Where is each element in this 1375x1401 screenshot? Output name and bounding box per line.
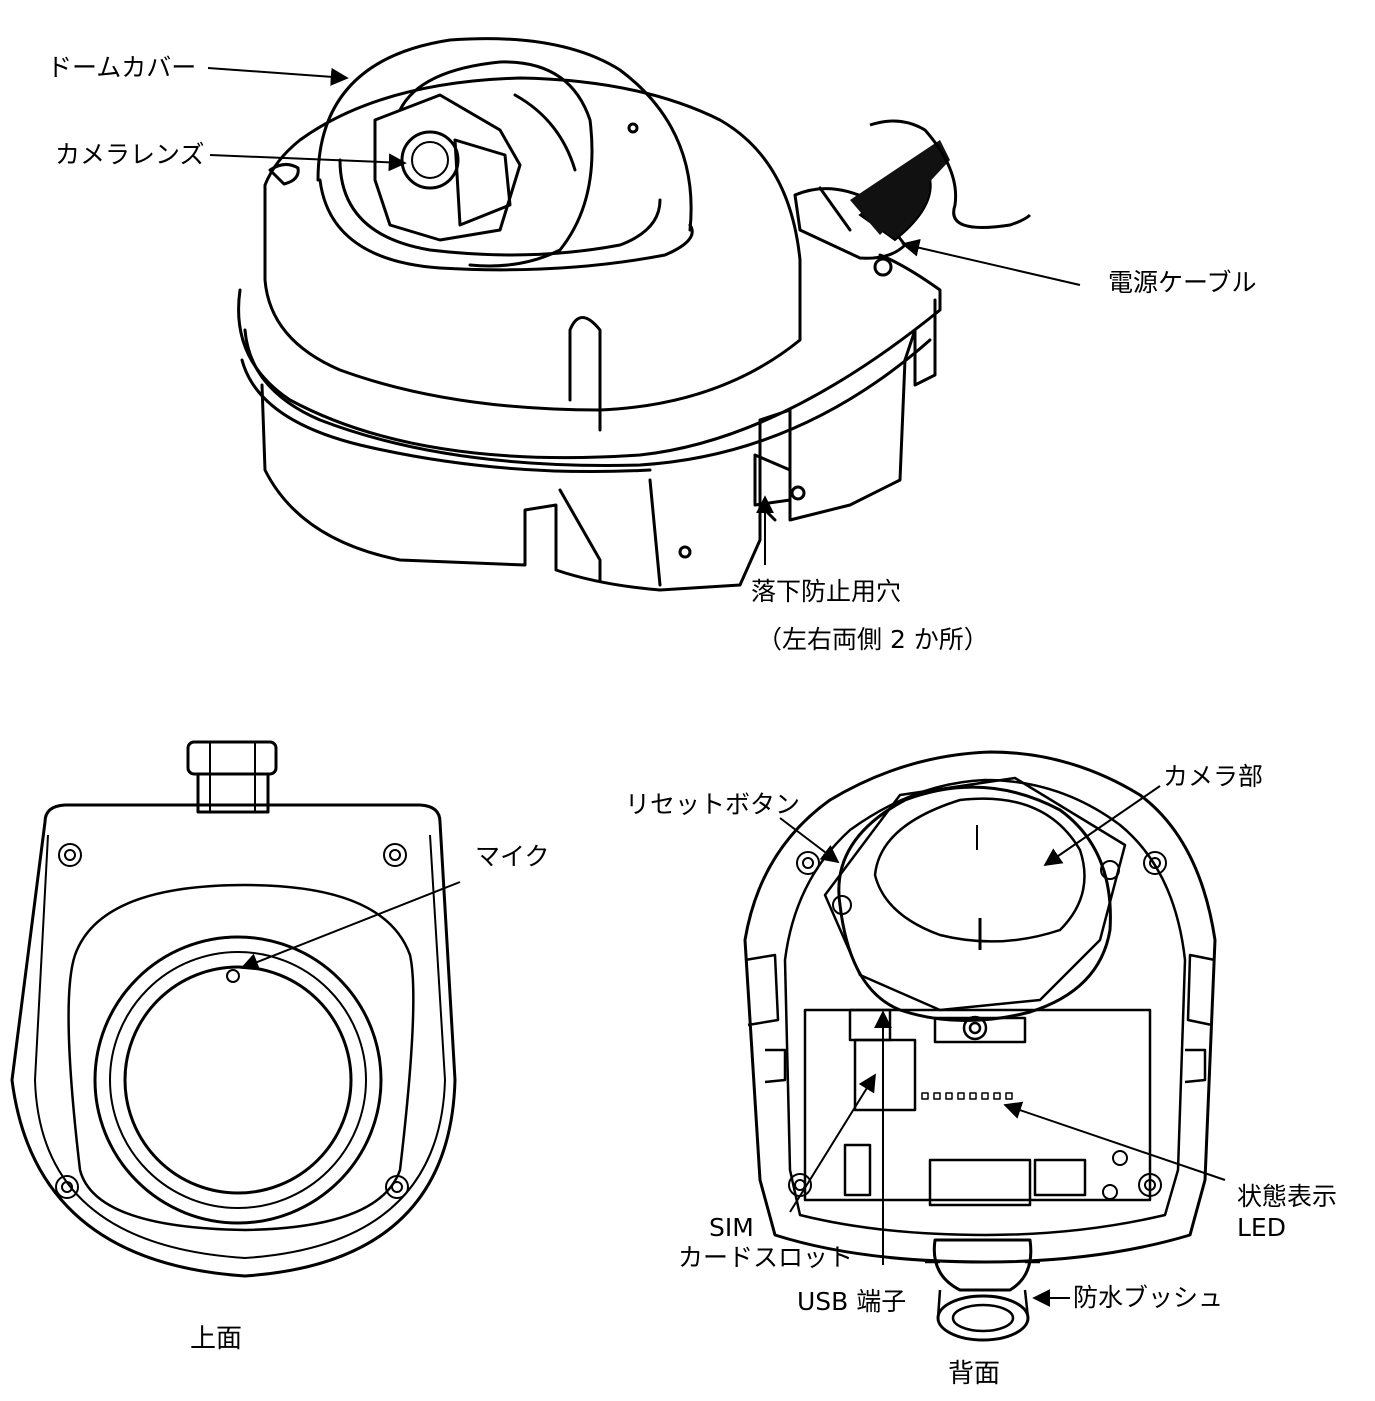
perspective-leader-lines <box>207 67 1081 565</box>
camera-unit-label: カメラ部 <box>1163 762 1264 791</box>
status-led-label-line1: 状態表示 <box>1237 1182 1338 1211</box>
sim-label-line2: カードスロット <box>678 1243 854 1272</box>
mic-leader-line <box>240 881 461 971</box>
fall-prevention-hole-label: 落下防止用穴 <box>751 577 902 606</box>
fall-prevention-note-label: （左右両側 2 か所） <box>757 625 989 654</box>
top-view-illustration <box>10 740 457 1278</box>
sim-label-line1: SIM <box>709 1213 754 1242</box>
back-view-caption: 背面 <box>948 1359 1001 1389</box>
reset-button-label: リセットボタン <box>625 790 801 819</box>
camera-lens-label: カメラレンズ <box>55 140 205 169</box>
mic-label: マイク <box>475 842 550 871</box>
status-led-label-line2: LED <box>1237 1213 1286 1242</box>
usb-port-label: USB 端子 <box>797 1287 907 1316</box>
waterproof-bushing-label: 防水ブッシュ <box>1073 1283 1224 1312</box>
power-cable-label: 電源ケーブル <box>1108 268 1257 297</box>
back-view-illustration <box>743 750 1217 1342</box>
dome-cover-label: ドームカバー <box>47 53 197 82</box>
perspective-camera-illustration <box>237 37 942 592</box>
top-view-caption: 上面 <box>190 1324 243 1354</box>
back-view-leader-lines <box>779 785 1226 1307</box>
